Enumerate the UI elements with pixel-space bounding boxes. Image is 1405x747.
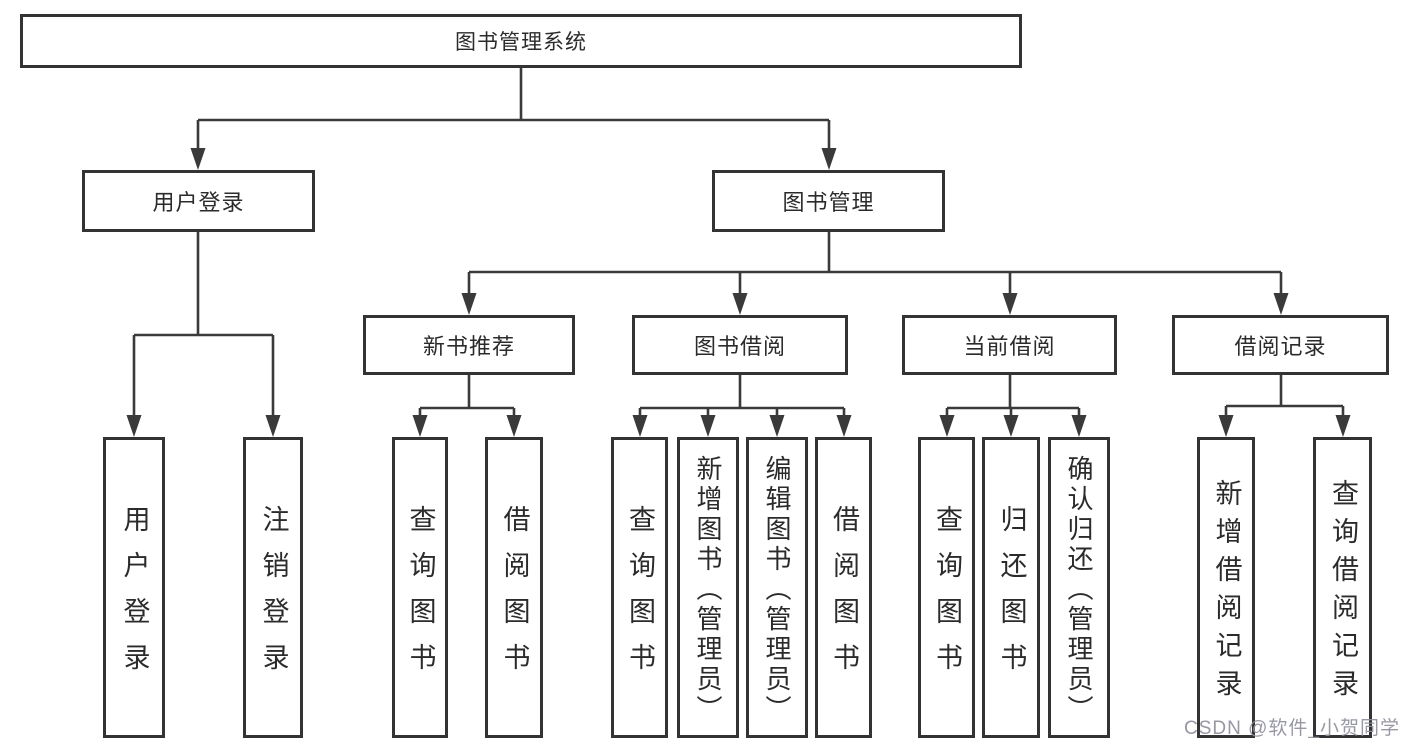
node-book-borrow-label: 图书借阅 — [693, 334, 786, 359]
node-leaf-user-login-label: 用户登录 — [119, 505, 150, 689]
node-leaf-query-borrow-record-label: 查询借阅记录 — [1328, 479, 1358, 707]
node-leaf-query-borrow-record: 查询借阅记录 — [1313, 437, 1372, 738]
node-leaf-add-borrow-record: 新增借阅记录 — [1197, 437, 1255, 738]
node-leaf-edit-book-admin-label: 编辑图书（管理员） — [762, 454, 792, 725]
node-new-book-recommend: 新书推荐 — [363, 315, 575, 375]
connector-borrow-records — [1218, 375, 1351, 437]
node-leaf-edit-book-admin: 编辑图书（管理员） — [746, 437, 808, 738]
node-leaf-logout: 注销登录 — [243, 437, 303, 738]
node-leaf-query-books-2-label: 查询图书 — [625, 505, 655, 689]
connector-root — [190, 68, 837, 170]
node-leaf-query-books-3-label: 查询图书 — [932, 505, 962, 689]
node-leaf-query-books-1: 查询图书 — [392, 437, 448, 738]
node-leaf-add-book-admin-label: 新增图书（管理员） — [693, 454, 723, 725]
node-library-system: 图书管理系统 — [20, 14, 1022, 68]
watermark: CSDN @软件_小贺同学 — [1184, 718, 1400, 739]
node-leaf-add-borrow-record-label: 新增借阅记录 — [1211, 479, 1242, 707]
node-leaf-query-books-2: 查询图书 — [611, 437, 668, 738]
node-current-borrow: 当前借阅 — [902, 315, 1117, 375]
node-leaf-return-book: 归还图书 — [982, 437, 1040, 738]
node-leaf-return-book-label: 归还图书 — [996, 505, 1027, 689]
connector-current-borrow — [939, 375, 1087, 437]
connector-book-borrow — [632, 375, 852, 437]
node-current-borrow-label: 当前借阅 — [963, 334, 1056, 359]
node-library-system-label: 图书管理系统 — [455, 31, 587, 54]
node-user-login: 用户登录 — [82, 170, 315, 232]
node-leaf-query-books-3: 查询图书 — [918, 437, 975, 738]
node-leaf-confirm-return-admin: 确认归还（管理员） — [1048, 437, 1110, 738]
node-leaf-borrow-books-1: 借阅图书 — [485, 437, 543, 738]
node-user-login-label: 用户登录 — [152, 190, 245, 215]
connector-book-management — [461, 232, 1289, 315]
node-leaf-logout-label: 注销登录 — [258, 505, 289, 689]
node-borrow-records: 借阅记录 — [1172, 315, 1389, 375]
node-leaf-borrow-books-2: 借阅图书 — [815, 437, 872, 738]
node-leaf-user-login: 用户登录 — [103, 437, 165, 738]
connector-user-login — [126, 232, 281, 437]
node-book-management-label: 图书管理 — [782, 190, 875, 215]
node-book-management: 图书管理 — [712, 170, 945, 232]
node-leaf-confirm-return-admin-label: 确认归还（管理员） — [1064, 454, 1094, 725]
node-leaf-add-book-admin: 新增图书（管理员） — [677, 437, 739, 738]
node-leaf-borrow-books-2-label: 借阅图书 — [829, 505, 859, 689]
node-borrow-records-label: 借阅记录 — [1234, 334, 1327, 359]
node-new-book-recommend-label: 新书推荐 — [422, 334, 515, 359]
node-book-borrow: 图书借阅 — [632, 315, 848, 375]
connector-new-book-recommend — [412, 375, 522, 437]
node-leaf-query-books-1-label: 查询图书 — [405, 505, 436, 689]
node-leaf-borrow-books-1-label: 借阅图书 — [499, 505, 530, 689]
